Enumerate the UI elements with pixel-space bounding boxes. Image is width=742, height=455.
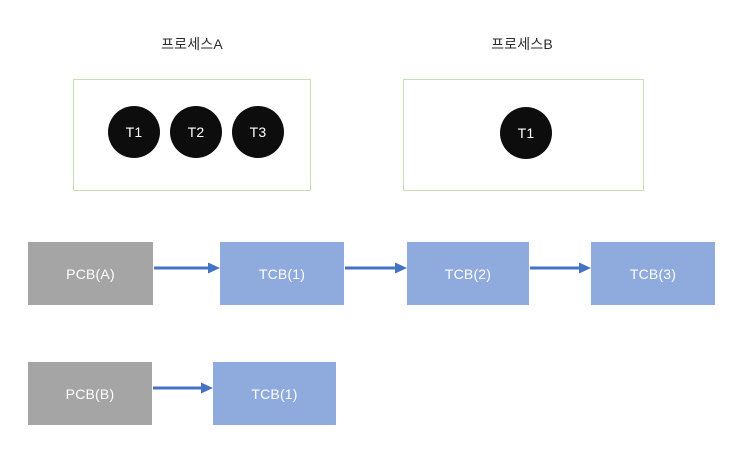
- arrow-tcb-2-to-tcb-3: [530, 262, 591, 274]
- thread-circle-a-t2: T2: [170, 106, 222, 158]
- arrow-pcb-a-to-tcb-1: [154, 262, 220, 274]
- thread-circle-a-t3: T3: [232, 106, 284, 158]
- block-tcb-1-b: TCB(1): [213, 362, 336, 425]
- process-b-title: 프로세스B: [491, 36, 553, 52]
- arrow-tcb-1-to-tcb-2: [345, 262, 407, 274]
- arrow-pcb-b-to-tcb-1: [153, 382, 213, 394]
- block-pcb-a: PCB(A): [28, 242, 153, 305]
- block-tcb-1-a: TCB(1): [220, 242, 344, 305]
- block-pcb-b: PCB(B): [28, 362, 152, 425]
- thread-circle-a-t1: T1: [108, 106, 160, 158]
- block-tcb-2-a: TCB(2): [407, 242, 529, 305]
- process-a-title: 프로세스A: [161, 36, 223, 52]
- thread-circle-b-t1: T1: [500, 107, 552, 159]
- block-tcb-3-a: TCB(3): [591, 242, 715, 305]
